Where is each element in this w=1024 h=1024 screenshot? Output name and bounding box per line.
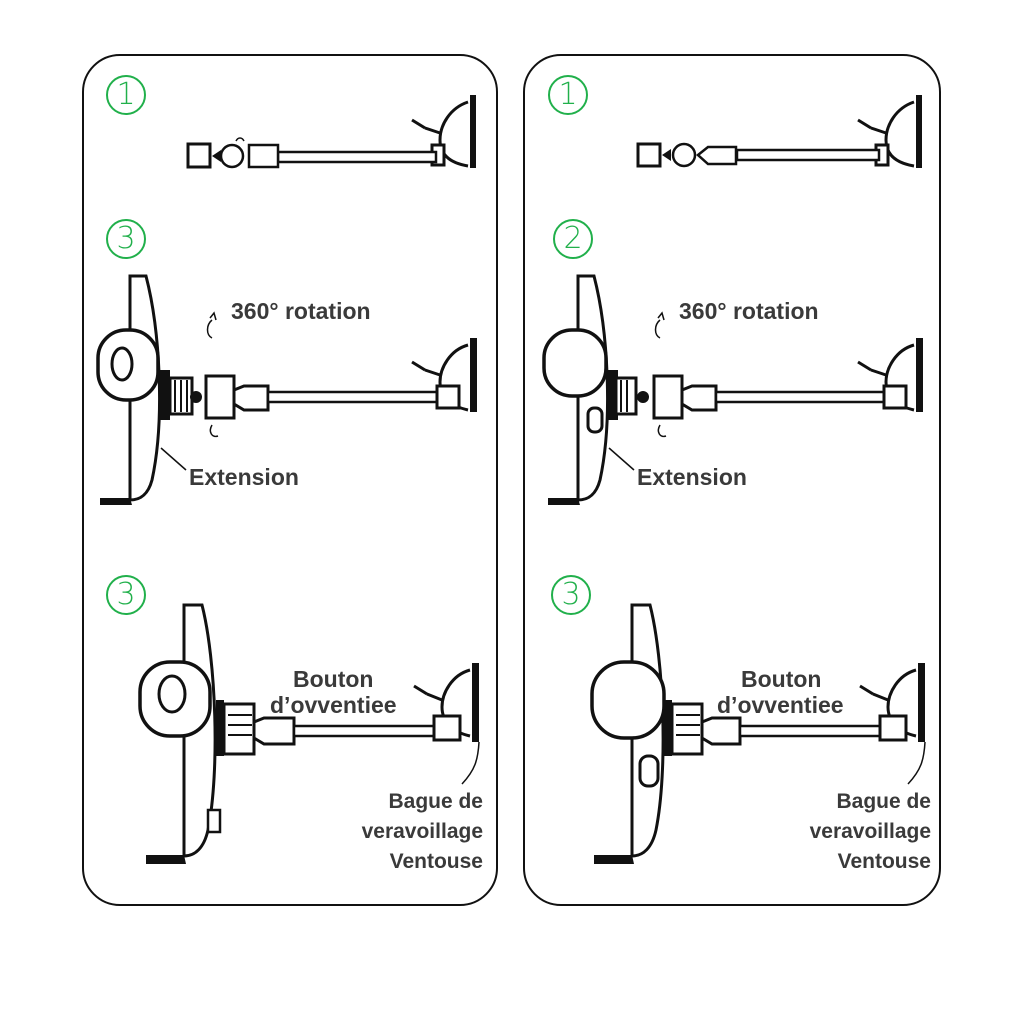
step-badge-left-3: 3: [106, 575, 146, 615]
ring-label-right-line2: veravoillage: [809, 820, 931, 843]
ring-label-right-line3: Ventouse: [837, 850, 931, 873]
extension-label-right: Extension: [637, 464, 747, 490]
step-badge-left-2: 3: [106, 219, 146, 259]
extension-label-left: Extension: [189, 464, 299, 490]
ring-label-left-line3: Ventouse: [389, 850, 483, 873]
step-badge-right-3: 3: [551, 575, 591, 615]
button-label-right-line2: d’ovventiee: [717, 692, 844, 718]
step2-assembly-left: [96, 274, 477, 505]
step3-assembly-right: [590, 603, 926, 864]
rotation-label-left: 360° rotation: [231, 298, 371, 324]
step1-mount-left: [186, 95, 476, 169]
step1-mount-right: [636, 95, 922, 168]
button-label-right-line1: Bouton: [741, 666, 822, 692]
button-label-left-line1: Bouton: [293, 666, 374, 692]
rotation-label-right: 360° rotation: [679, 298, 819, 324]
step-badge-right-2: 2: [553, 219, 593, 259]
step-badge-right-1: 1: [548, 75, 588, 115]
instruction-panel-right: [523, 54, 941, 906]
step-badge-left-1: 1: [106, 75, 146, 115]
instruction-panel-left: [82, 54, 498, 906]
step3-assembly-left: [138, 603, 480, 864]
ring-label-left-line1: Bague de: [388, 790, 483, 813]
step2-assembly-right: [542, 274, 923, 505]
button-label-left-line2: d’ovventiee: [270, 692, 397, 718]
ring-label-right-line1: Bague de: [836, 790, 931, 813]
ring-label-left-line2: veravoillage: [361, 820, 483, 843]
